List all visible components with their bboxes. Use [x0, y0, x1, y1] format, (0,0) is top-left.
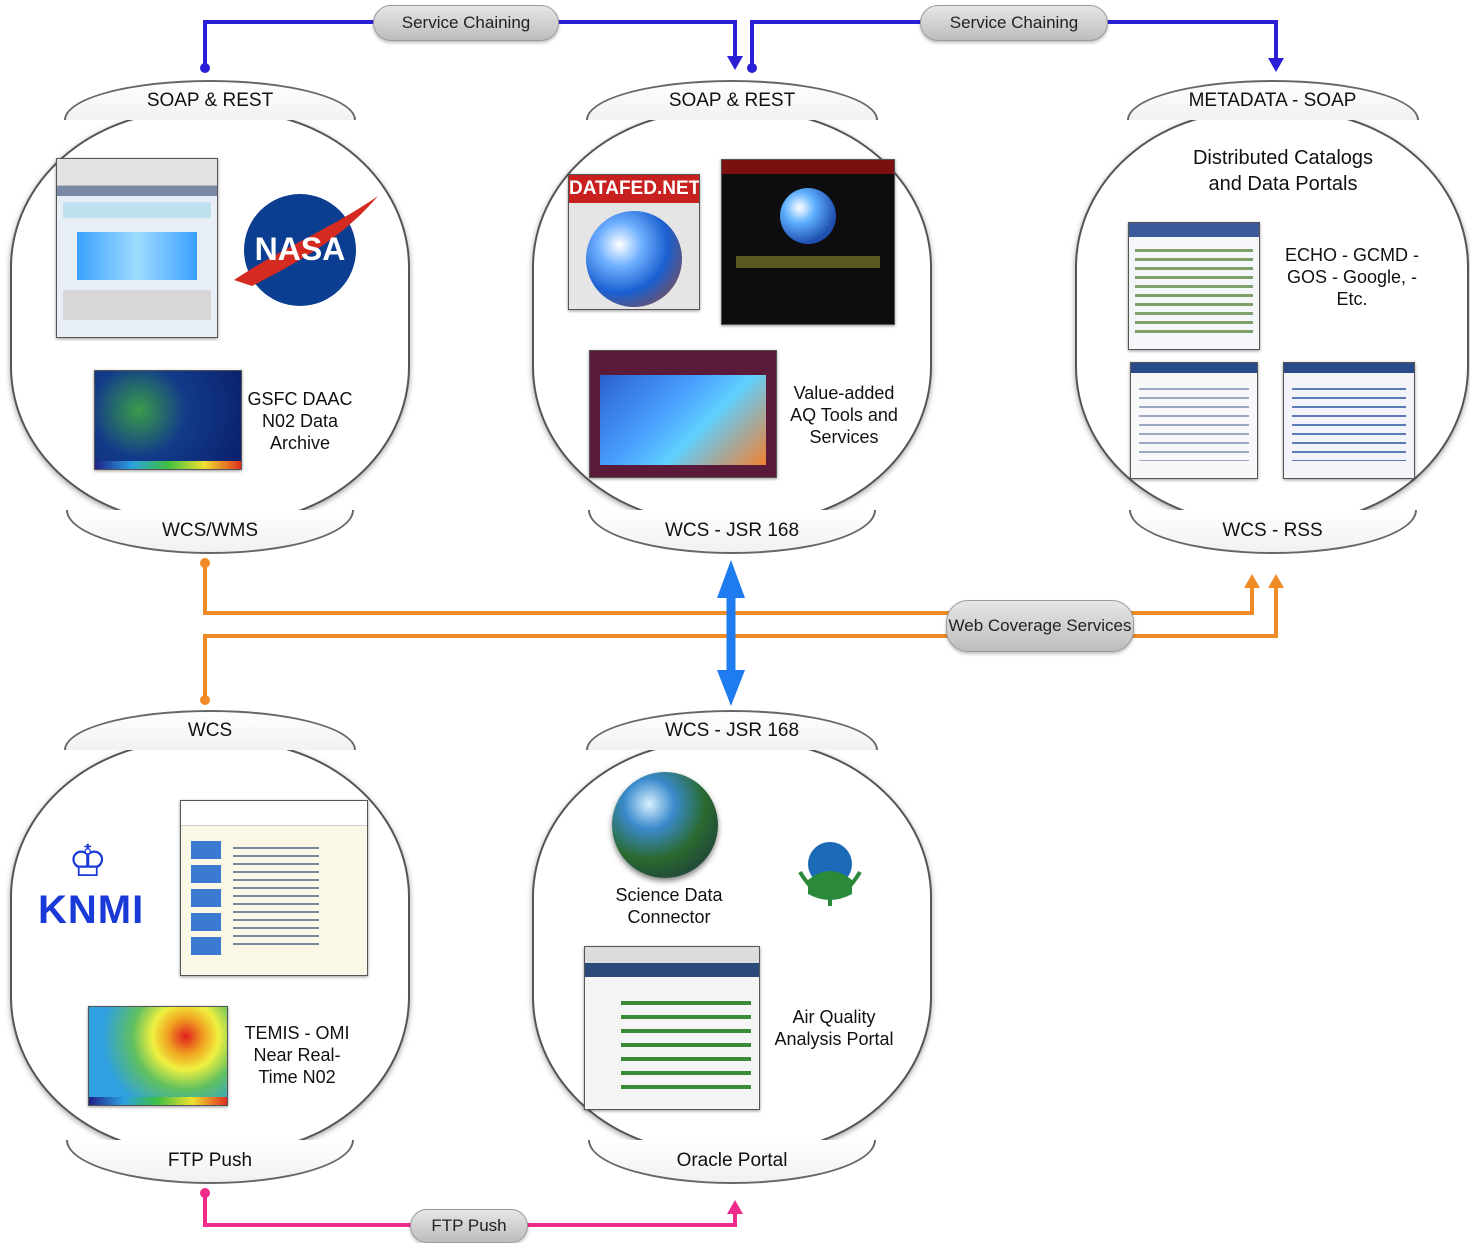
- gos-portal-screenshot: [1283, 362, 1415, 479]
- science-data-connector-label: Science Data Connector: [615, 885, 723, 927]
- datafed-portal-screenshot: [721, 159, 895, 325]
- knmi-logo: KNMI: [38, 888, 145, 932]
- aq-tools-map-screenshot: [589, 350, 777, 478]
- globe-icon: [612, 772, 718, 878]
- knmi-caption: TEMIS - OMI Near Real-Time N02: [244, 1023, 350, 1087]
- ftp-push-pill: FTP Push: [410, 1209, 528, 1243]
- node-top-cap: WCS - JSR 168: [586, 710, 878, 750]
- no2-north-america-map: [88, 1006, 228, 1106]
- node-top-cap: SOAP & REST: [586, 80, 878, 120]
- node-bottom-cap: WCS - RSS: [1128, 510, 1417, 554]
- epa-seal-icon: [764, 806, 896, 938]
- nasa-bottom-label: WCS/WMS: [161, 520, 259, 541]
- web-coverage-line-bottom: [203, 585, 1278, 698]
- service-chaining-pill-right: Service Chaining: [920, 5, 1108, 41]
- node-bottom-cap: WCS - JSR 168: [588, 510, 876, 554]
- datafed-logo-image: DATAFED.NET: [568, 174, 700, 310]
- knmi-top-label: WCS: [187, 720, 233, 741]
- nasa-logo-icon: NASA: [234, 194, 378, 306]
- knmi-node: WCS FTP Push ♔ KNMI TEMIS - OMI Near Rea…: [10, 700, 410, 1200]
- nasa-node: SOAP & REST WCS/WMS NASA GSFC DAAC N02 D…: [10, 70, 410, 560]
- web-coverage-pill: Web Coverage Services: [946, 600, 1134, 652]
- catalogs-title: Distributed Catalogs and Data Portals: [1192, 147, 1374, 195]
- temis-web-screenshot: [180, 800, 368, 976]
- node-bottom-cap: FTP Push: [66, 1140, 354, 1184]
- nasa-top-label: SOAP & REST: [146, 90, 274, 111]
- node-bottom-cap: WCS/WMS: [66, 510, 354, 554]
- service-chaining-pill-left: Service Chaining: [373, 5, 559, 41]
- svg-text:NASA: NASA: [255, 231, 346, 267]
- oracle-caption: Air Quality Analysis Portal: [774, 1007, 894, 1049]
- oracle-bottom-label: Oracle Portal: [676, 1150, 788, 1171]
- epa-portal-screenshot: [584, 946, 760, 1110]
- datafed-top-label: SOAP & REST: [668, 90, 796, 111]
- nasa-caption: GSFC DAAC N02 Data Archive: [247, 389, 353, 453]
- oracle-top-label: WCS - JSR 168: [664, 720, 800, 741]
- node-top-cap: SOAP & REST: [64, 80, 356, 120]
- no2-world-map-image: [94, 370, 242, 470]
- gsfc-web-screenshot: [56, 158, 218, 338]
- datafed-bottom-label: WCS - JSR 168: [664, 520, 800, 541]
- oracle-node: WCS - JSR 168 Oracle Portal Science Data…: [532, 700, 932, 1200]
- datafed-node: SOAP & REST WCS - JSR 168 DATAFED.NET Va…: [532, 70, 932, 560]
- catalogs-caption: ECHO - GCMD - GOS - Google, - Etc.: [1285, 245, 1419, 309]
- node-top-cap: WCS: [64, 710, 356, 750]
- catalogs-node: METADATA - SOAP WCS - RSS Distributed Ca…: [1075, 70, 1470, 560]
- knmi-bottom-label: FTP Push: [167, 1150, 253, 1171]
- catalogs-bottom-label: WCS - RSS: [1222, 520, 1323, 541]
- node-bottom-cap: Oracle Portal: [588, 1140, 876, 1184]
- catalogs-top-label: METADATA - SOAP: [1188, 90, 1357, 111]
- echo-portal-screenshot: [1128, 222, 1260, 350]
- crown-icon: ♔: [68, 837, 108, 886]
- gcmd-portal-screenshot: [1130, 362, 1258, 479]
- datafed-caption: Value-added AQ Tools and Services: [790, 383, 898, 447]
- node-top-cap: METADATA - SOAP: [1126, 80, 1419, 120]
